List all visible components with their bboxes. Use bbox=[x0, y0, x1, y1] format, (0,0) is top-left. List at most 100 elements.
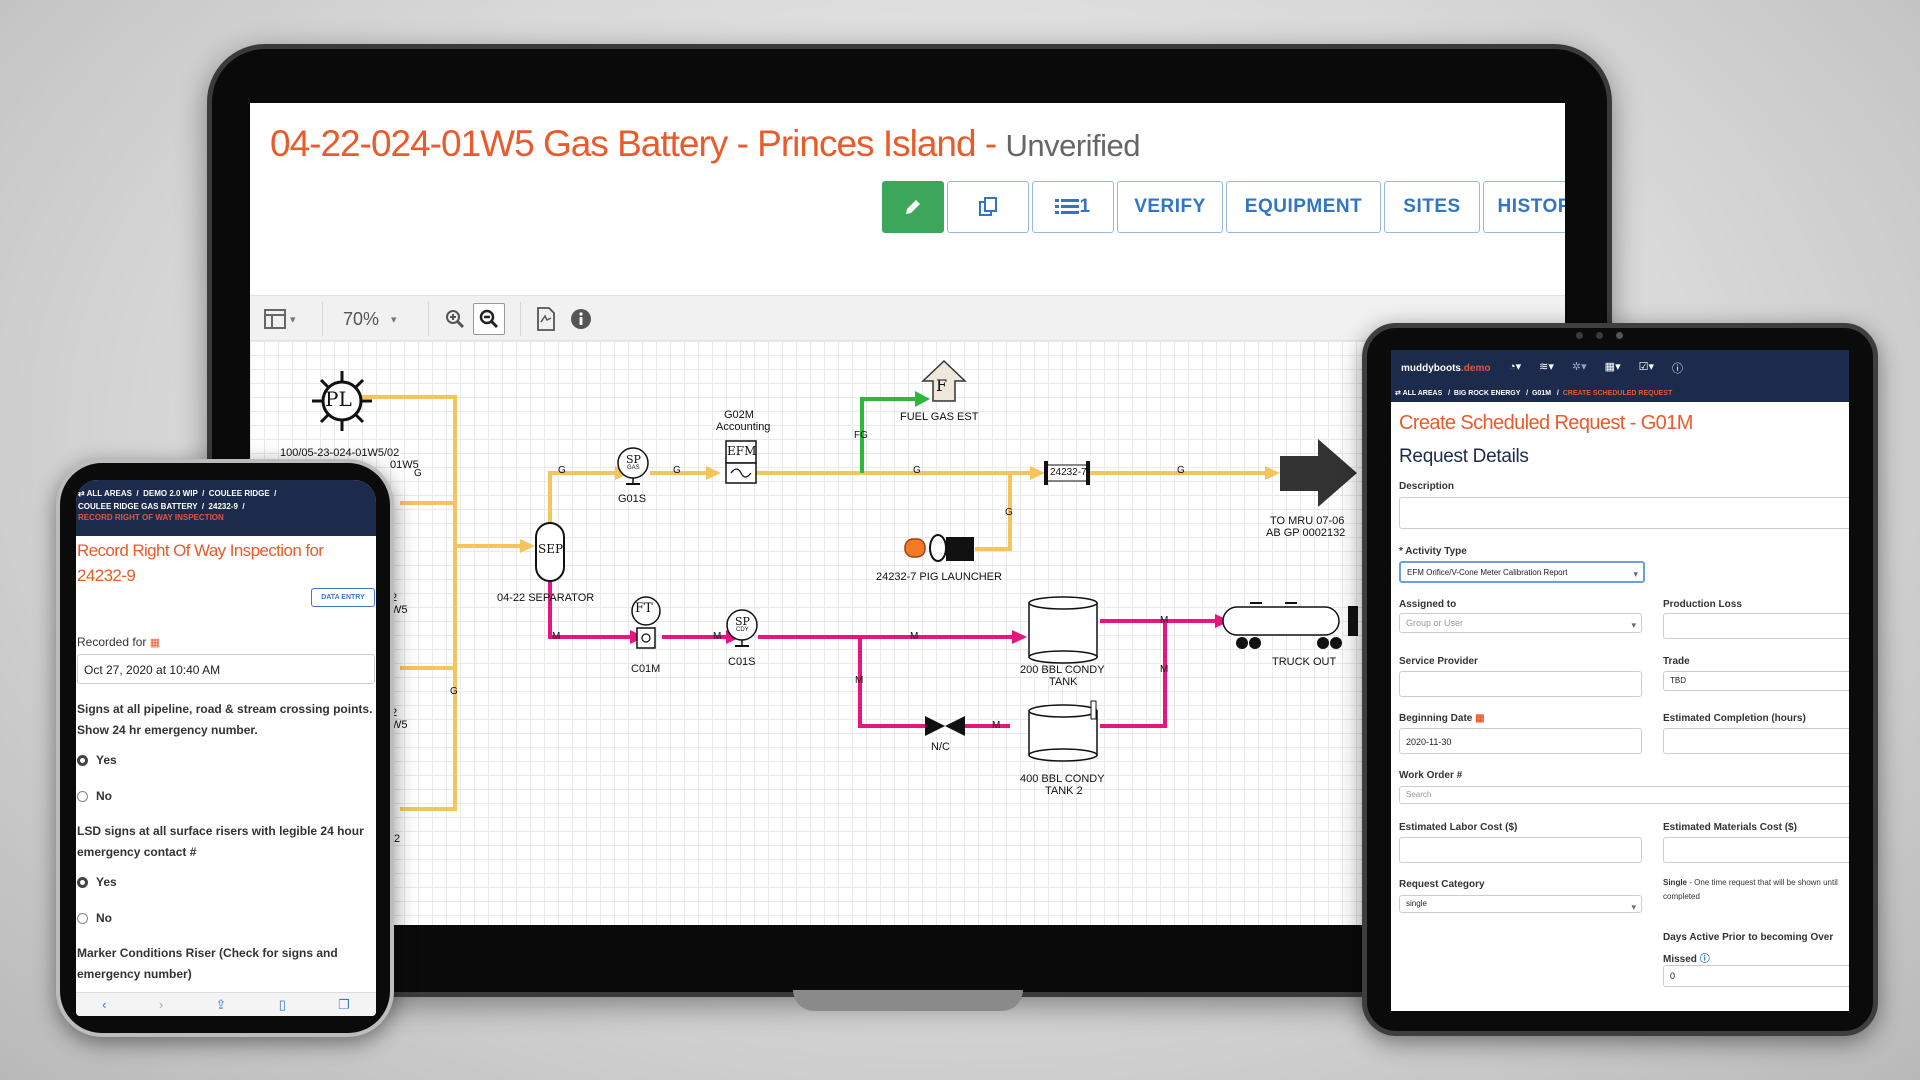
zoom-select[interactable]: 70% ▾ bbox=[343, 303, 397, 335]
gas-line-tag: G bbox=[450, 686, 458, 697]
q1-no-radio[interactable]: No bbox=[77, 789, 112, 803]
history-button[interactable]: HISTORY bbox=[1483, 181, 1565, 233]
service-provider-input[interactable] bbox=[1399, 671, 1642, 697]
action-bar: 1 VERIFY EQUIPMENT SITES HISTORY bbox=[882, 181, 1565, 233]
sites-button[interactable]: SITES bbox=[1384, 181, 1480, 233]
condensate-line-tag: M bbox=[992, 720, 1001, 731]
question-2: LSD signs at all surface risers with leg… bbox=[77, 824, 364, 859]
info-button[interactable] bbox=[570, 303, 592, 335]
single-note: Single - One time request that will be s… bbox=[1663, 876, 1849, 904]
verification-status: Unverified bbox=[1005, 128, 1141, 163]
help-icon[interactable]: ⓘ bbox=[1671, 363, 1683, 375]
q2-no-radio[interactable]: No bbox=[77, 911, 112, 925]
calendar-icon: ▦ bbox=[1475, 713, 1485, 724]
days-active-label: Days Active Prior to becoming Over bbox=[1663, 932, 1834, 943]
process-diagram[interactable]: PL 100/05-23-024-01W5/02 01W5 2 W5 2 W5 … bbox=[250, 341, 1565, 925]
zoom-level: 70% bbox=[343, 308, 380, 329]
calendar-icon[interactable]: ▦▾ bbox=[1604, 361, 1621, 373]
est-completion-input[interactable] bbox=[1663, 728, 1849, 754]
separator-label: 04-22 SEPARATOR bbox=[497, 592, 595, 604]
labor-cost-input[interactable] bbox=[1399, 837, 1642, 863]
q2-yes-radio[interactable]: Yes bbox=[77, 875, 117, 889]
request-category-label: Request Category bbox=[1399, 879, 1485, 890]
zoom-in-button[interactable] bbox=[444, 303, 466, 335]
phone-screen: ⇄ ALL AREAS / DEMO 2.0 WIP / COULEE RIDG… bbox=[76, 480, 376, 1016]
brand-logo[interactable]: muddyboots.demo bbox=[1401, 363, 1490, 374]
share-icon[interactable]: ⇪ bbox=[215, 996, 227, 1012]
beginning-date-input[interactable]: 2020-11-30 bbox=[1399, 728, 1642, 754]
crumb-link[interactable]: COULEE RIDGE GAS BATTERY bbox=[78, 502, 198, 511]
fuel-gas-symbol bbox=[921, 359, 967, 402]
condensate-line-tag: M bbox=[552, 631, 561, 642]
laptop-stand bbox=[793, 990, 1023, 1011]
gas-line-tag: G bbox=[1177, 465, 1185, 476]
request-category-select[interactable]: single bbox=[1399, 895, 1642, 913]
crumb-link[interactable]: DEMO 2.0 WIP bbox=[143, 489, 198, 498]
service-provider-label: Service Provider bbox=[1399, 656, 1478, 667]
tank1-label: 200 BBL CONDY bbox=[1020, 664, 1105, 676]
trade-label: Trade bbox=[1663, 656, 1690, 667]
materials-cost-label: Estimated Materials Cost ($) bbox=[1663, 822, 1797, 833]
fuel-symbol-text: F bbox=[936, 376, 948, 395]
edit-button[interactable] bbox=[882, 181, 944, 233]
swap-icon: ⇄ bbox=[1395, 390, 1403, 397]
gas-line bbox=[548, 471, 615, 526]
database-icon[interactable]: ≋▾ bbox=[1539, 361, 1554, 373]
toolbar-divider bbox=[322, 302, 323, 336]
production-loss-input[interactable] bbox=[1663, 613, 1849, 639]
crumb-link[interactable]: ALL AREAS bbox=[1402, 390, 1443, 397]
trade-input[interactable]: TBD bbox=[1663, 671, 1849, 691]
labor-cost-label: Estimated Labor Cost ($) bbox=[1399, 822, 1518, 833]
crumb-link[interactable]: BIG ROCK ENERGY bbox=[1453, 390, 1521, 397]
gas-line-tag: G bbox=[673, 465, 681, 476]
assigned-to-select[interactable]: Group or User bbox=[1399, 613, 1642, 633]
info-icon: ⓘ bbox=[1699, 954, 1710, 965]
sp-symbol-text: SP bbox=[626, 453, 641, 466]
list-count: 1 bbox=[1079, 196, 1091, 217]
copy-button[interactable] bbox=[947, 181, 1029, 233]
work-order-search[interactable]: Search bbox=[1399, 786, 1849, 804]
chevron-down-icon: ▾ bbox=[290, 313, 296, 326]
layout-toggle[interactable]: ▾ bbox=[264, 303, 296, 335]
list-button[interactable]: 1 bbox=[1032, 181, 1114, 233]
zoom-out-button[interactable] bbox=[473, 303, 505, 335]
dashboard-icon[interactable]: ◔▾ bbox=[1509, 361, 1522, 373]
pdf-icon bbox=[537, 307, 555, 331]
condensate-line bbox=[548, 573, 630, 639]
gas-line-tag: G bbox=[414, 468, 422, 479]
single-note-text: - One time request that will be shown un… bbox=[1663, 878, 1838, 901]
data-entry-button[interactable]: DATA ENTRY bbox=[311, 588, 375, 607]
crumb-link[interactable]: COULEE RIDGE bbox=[208, 489, 270, 498]
condensate-line bbox=[1100, 621, 1167, 728]
tabs-icon[interactable]: ❐ bbox=[338, 996, 350, 1012]
page-title-text: 04-22-024-01W5 Gas Battery - Princes Isl… bbox=[270, 123, 997, 164]
crumb-link[interactable]: ALL AREAS bbox=[86, 489, 132, 498]
tablet-sensor bbox=[1576, 332, 1583, 339]
gas-line-tag: G bbox=[1005, 507, 1013, 518]
crumb-link[interactable]: G01M bbox=[1531, 390, 1552, 397]
truck-symbol bbox=[1222, 602, 1358, 649]
materials-cost-input[interactable] bbox=[1663, 837, 1849, 863]
equipment-button[interactable]: EQUIPMENT bbox=[1226, 181, 1381, 233]
network-icon[interactable]: ✲▾ bbox=[1571, 361, 1587, 373]
truck-label: TRUCK OUT bbox=[1272, 656, 1337, 668]
c01s-label: C01S bbox=[728, 656, 756, 668]
recorded-for-input[interactable]: Oct 27, 2020 at 10:40 AM bbox=[77, 654, 375, 684]
description-input[interactable] bbox=[1399, 497, 1849, 529]
activity-type-select[interactable]: EFM Orifice/V-Cone Meter Calibration Rep… bbox=[1399, 561, 1645, 583]
condensate-line-tag: M bbox=[855, 675, 864, 686]
export-pdf-button[interactable] bbox=[536, 303, 556, 335]
back-icon[interactable]: ‹ bbox=[102, 997, 107, 1012]
gas-line bbox=[340, 395, 457, 811]
verify-button[interactable]: VERIFY bbox=[1117, 181, 1223, 233]
crumb-link[interactable]: 24232-9 bbox=[208, 502, 238, 511]
tablet-sensor bbox=[1596, 332, 1603, 339]
forward-icon[interactable]: › bbox=[158, 997, 164, 1012]
q1-yes-radio[interactable]: Yes bbox=[77, 753, 117, 767]
meter-run-label: 24232-7 bbox=[1050, 467, 1087, 478]
separator-vessel bbox=[535, 522, 565, 582]
days-active-input[interactable]: 0 bbox=[1663, 965, 1849, 987]
checklist-icon[interactable]: ☑▾ bbox=[1638, 361, 1654, 373]
bookmarks-icon[interactable]: ▯ bbox=[278, 996, 286, 1012]
work-order-label: Work Order # bbox=[1399, 770, 1463, 781]
